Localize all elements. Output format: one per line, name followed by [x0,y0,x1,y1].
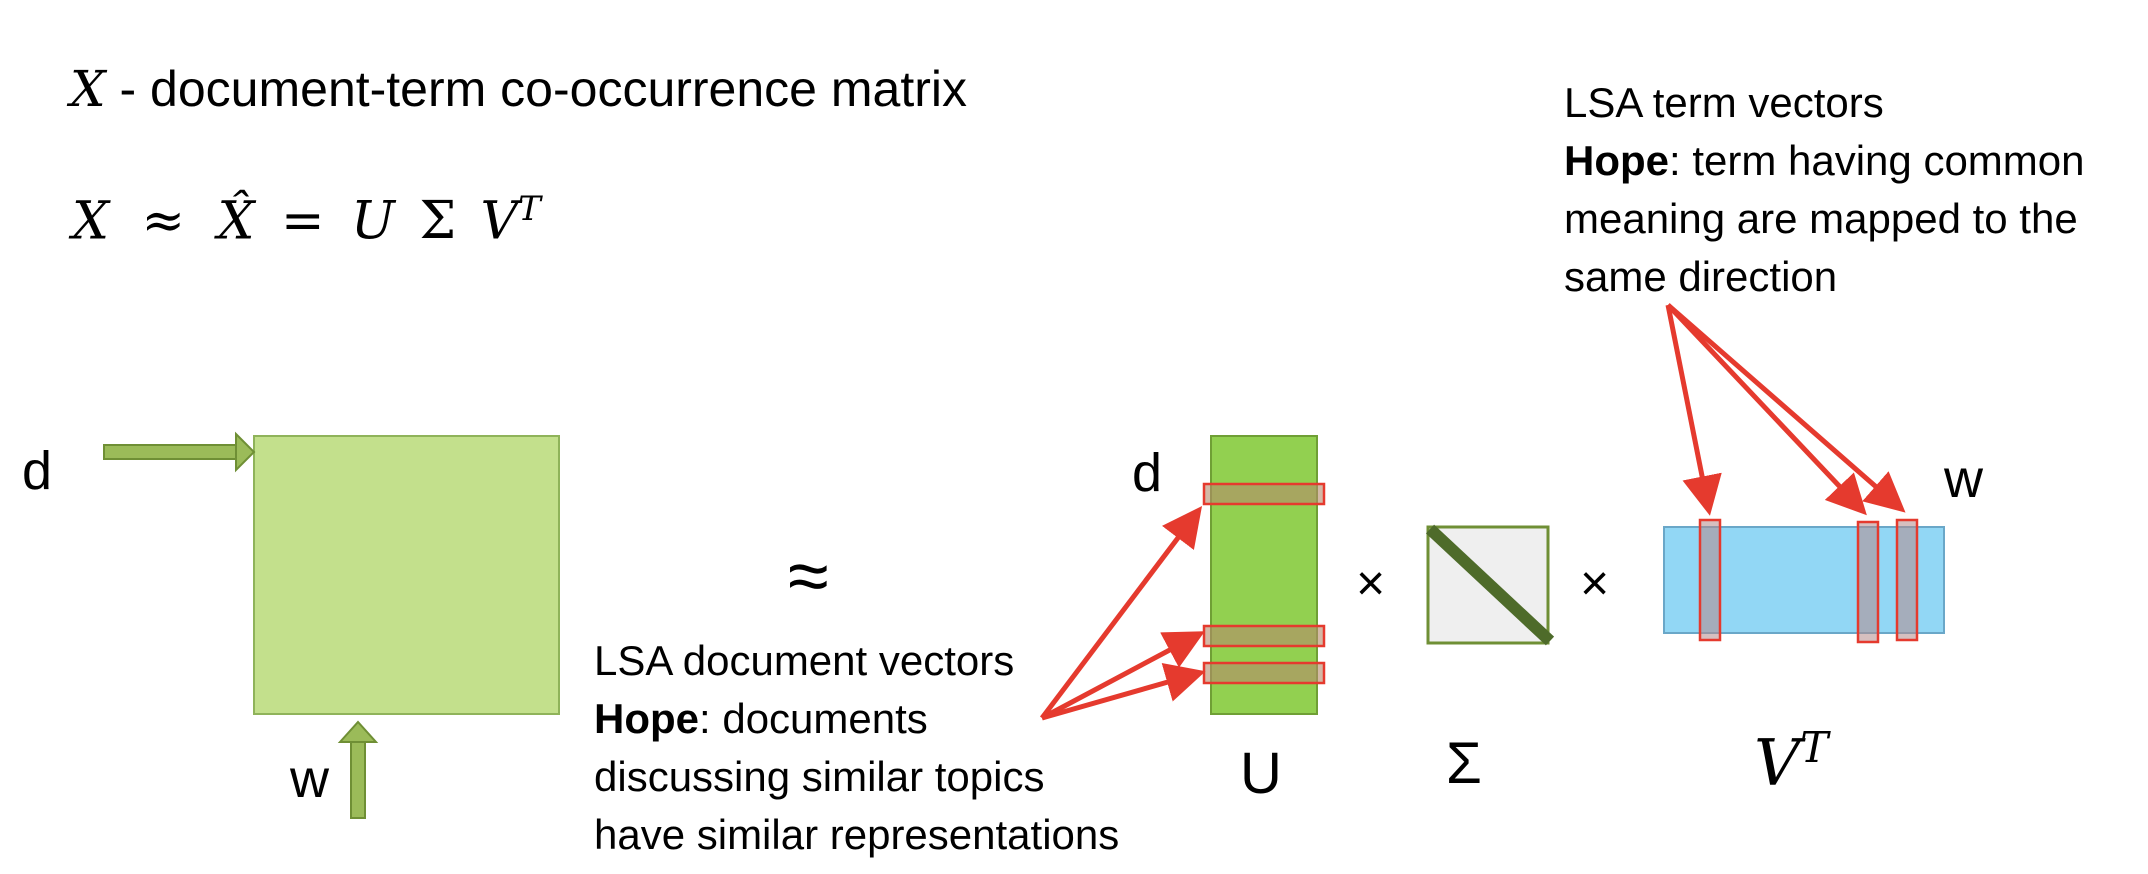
doc-vectors-line3: have similar representations [594,811,1120,858]
term-vectors-text: LSA term vectors Hope: term having commo… [1564,74,2085,306]
doc-vectors-hope-label: Hope [594,695,699,742]
doc-vectors-line2: discussing similar topics [594,753,1045,800]
left-row-label: d [22,441,53,501]
definition-line: X - document-term co-occurrence matrix [70,58,967,121]
term-vectors-line2: meaning are mapped to the [1564,195,2078,242]
term-vectors-hope-line: Hope: term having common [1564,132,2085,190]
eq-sigma: Σ [419,191,457,252]
d-arrow [103,431,256,473]
w-arrow [337,720,379,819]
doc-vectors-hope-text: : documents [699,695,928,742]
term-vectors-hope-text: : term having common [1669,137,2085,184]
sigma-name: Σ [1446,731,1482,796]
doc-vectors-text: LSA document vectors Hope: documents dis… [594,632,1119,864]
u-highlight-row-3 [1202,661,1326,685]
eq-lhs: X [72,191,110,252]
eq-approx: ≈ [141,191,186,252]
definition-text: - document-term co-occurrence matrix [119,61,967,117]
times-symbol-2: × [1580,555,1610,611]
times-symbol-1: × [1356,555,1386,611]
u-row-label: d [1132,443,1163,503]
vt-highlight-col-3 [1895,518,1919,642]
eq-xhat: X̂ [217,191,255,252]
doc-arrow-3 [1041,663,1206,721]
term-vectors-hope-label: Hope [1564,137,1669,184]
u-name: U [1240,741,1282,806]
doc-arrow-1 [1040,506,1203,720]
vt-name: VT [1754,722,1828,803]
vt-name-sup: T [1800,723,1829,772]
vt-highlight-col-1 [1698,518,1722,642]
u-highlight-row-2 [1202,624,1326,648]
vt-col-label: w [1944,449,1983,509]
term-vectors-line3: same direction [1564,253,1838,300]
svd-equation: X ≈ X̂ = U Σ VT [72,188,541,254]
eq-u: U [351,191,395,252]
doc-vectors-hope-line: Hope: documents [594,690,1119,748]
definition-symbol: X [70,60,106,118]
left-col-label: w [290,749,329,809]
term-arrow-1 [1665,304,1722,516]
term-vectors-title: LSA term vectors [1564,79,1884,126]
eq-t: T [518,189,541,229]
term-arrow-2 [1666,303,1867,516]
cooccurrence-matrix [253,435,560,715]
approx-symbol: ≈ [788,534,829,617]
doc-arrow-2 [1040,631,1205,721]
u-highlight-row-1 [1202,482,1326,506]
sigma-diagonal [1425,524,1555,646]
eq-v: V [480,191,519,252]
vt-highlight-col-2 [1856,520,1880,644]
doc-vectors-title: LSA document vectors [594,637,1015,684]
eq-equals: = [281,191,325,252]
term-arrow-3 [1666,303,1906,513]
vt-name-base: V [1754,726,1801,801]
